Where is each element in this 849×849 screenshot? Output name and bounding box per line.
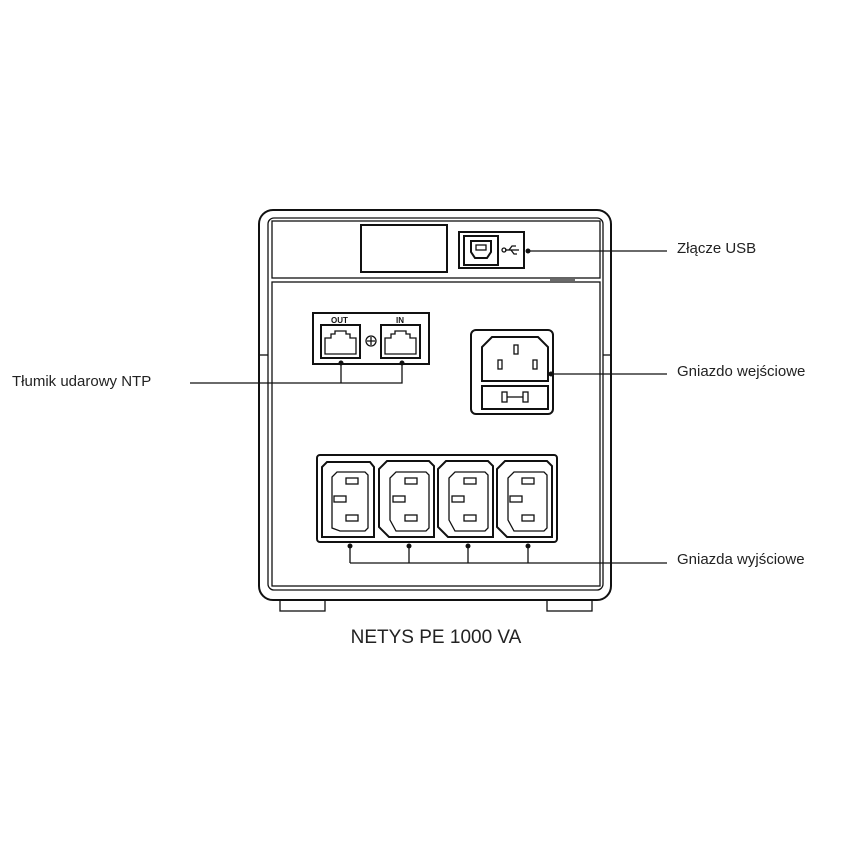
out-port-label: OUT [331,316,348,325]
output-socket-3 [437,460,494,538]
usb-icon [501,245,519,255]
usb-port [458,231,525,269]
foot-left [279,599,326,612]
output-socket-1 [321,461,375,538]
input-socket-label: Gniazdo wejściowe [677,363,805,380]
input-callout-line [548,371,667,377]
in-port-label: IN [396,316,404,325]
surge-protector-label: Tłumik udarowy NTP [12,373,151,390]
output-callout-line [347,543,667,564]
ups-body [258,209,612,601]
surge-callout-line [190,360,405,384]
input-socket [470,329,554,415]
model-title: NETYS PE 1000 VA [351,627,522,648]
usb-connector-label: Złącze USB [677,240,756,257]
output-socket-4 [496,460,553,538]
usb-callout-line [525,248,667,254]
ground-screw-icon [365,335,377,347]
foot-right [546,599,593,612]
surge-protector-ports: OUT IN [312,312,430,365]
output-socket-2 [378,460,435,538]
display-window [360,224,448,273]
output-sockets [316,454,558,543]
fuse-icon [501,391,529,403]
output-sockets-label: Gniazda wyjściowe [677,551,805,568]
